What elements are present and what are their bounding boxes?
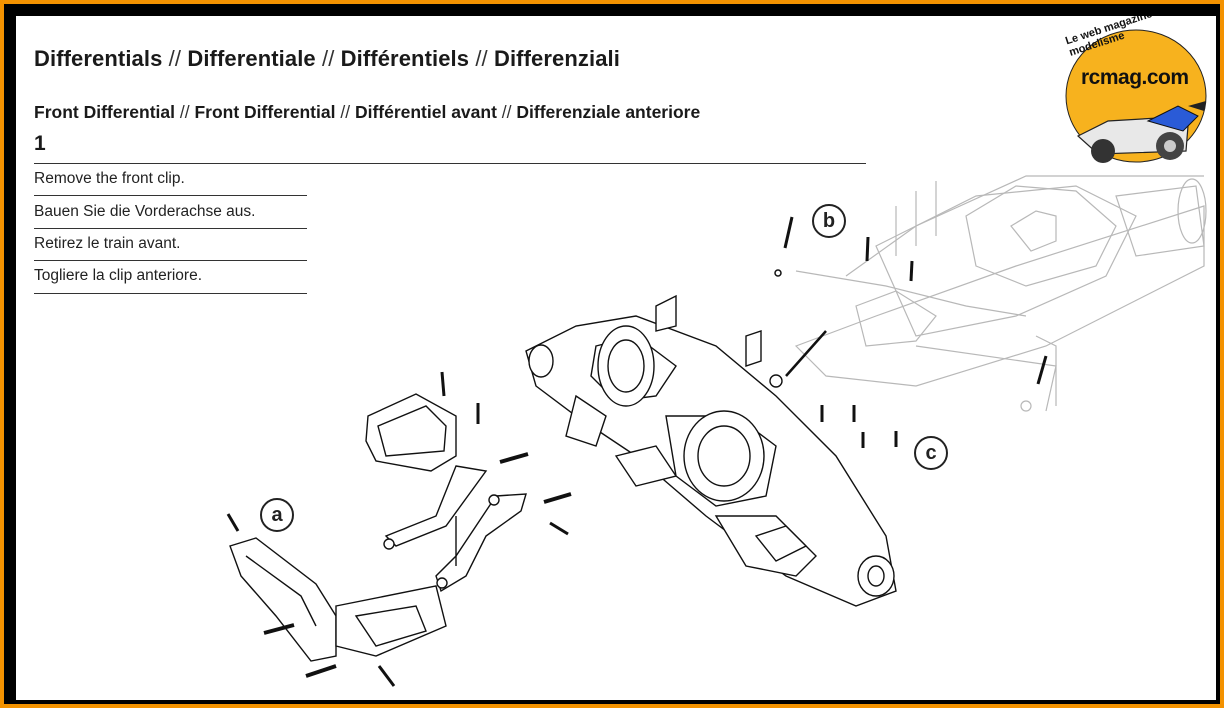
instruction-de: Bauen Sie die Vorderachse aus. bbox=[34, 203, 256, 220]
outer-frame: Differentials // Differentiale // Différ… bbox=[4, 4, 1220, 704]
instruction-divider bbox=[34, 195, 307, 196]
step-number: 1 bbox=[34, 132, 46, 155]
chassis-rear bbox=[794, 175, 1207, 412]
title-en: Differentials bbox=[34, 46, 163, 71]
section-en: Front Differential bbox=[34, 102, 175, 122]
callout-c: c bbox=[914, 436, 948, 470]
title-de: Differentiale bbox=[187, 46, 316, 71]
logo-wordmark: rcmag.com bbox=[1081, 66, 1189, 89]
instruction-it: Togliere la clip anteriore. bbox=[34, 267, 203, 284]
section-separator: // bbox=[179, 102, 190, 122]
title-separator: // bbox=[168, 46, 182, 71]
upper-brace-parts bbox=[365, 393, 527, 593]
section-title: Front Differential // Front Differential… bbox=[34, 102, 700, 123]
section-de: Front Differential bbox=[194, 102, 336, 122]
callout-b: b bbox=[812, 204, 846, 238]
section-fr: Différentiel avant bbox=[354, 102, 497, 122]
page-title: Differentials // Differentiale // Différ… bbox=[34, 46, 620, 72]
instruction-fr: Retirez le train avant. bbox=[34, 235, 181, 252]
section-separator: // bbox=[340, 102, 351, 122]
title-separator: // bbox=[475, 46, 488, 71]
title-fr: Différentiels bbox=[340, 46, 470, 71]
screws-a bbox=[226, 371, 572, 687]
instruction-divider bbox=[34, 260, 307, 261]
instruction-divider bbox=[34, 228, 307, 229]
section-it: Differenziale anteriore bbox=[516, 102, 701, 122]
title-separator: // bbox=[322, 46, 335, 71]
instruction-en: Remove the front clip. bbox=[34, 170, 185, 187]
step-divider bbox=[34, 163, 866, 164]
exploded-diagram bbox=[226, 175, 1207, 687]
manual-page: Differentials // Differentiale // Différ… bbox=[16, 16, 1216, 700]
screws-c bbox=[820, 405, 898, 448]
title-it: Differenziali bbox=[493, 46, 620, 71]
front-bumper bbox=[229, 537, 447, 662]
instruction-divider bbox=[34, 293, 307, 294]
screws-b bbox=[774, 216, 1048, 385]
front-clip-assembly bbox=[525, 294, 897, 607]
callout-a: a bbox=[260, 498, 294, 532]
rcmag-logo bbox=[1065, 29, 1207, 163]
section-separator: // bbox=[501, 102, 512, 122]
